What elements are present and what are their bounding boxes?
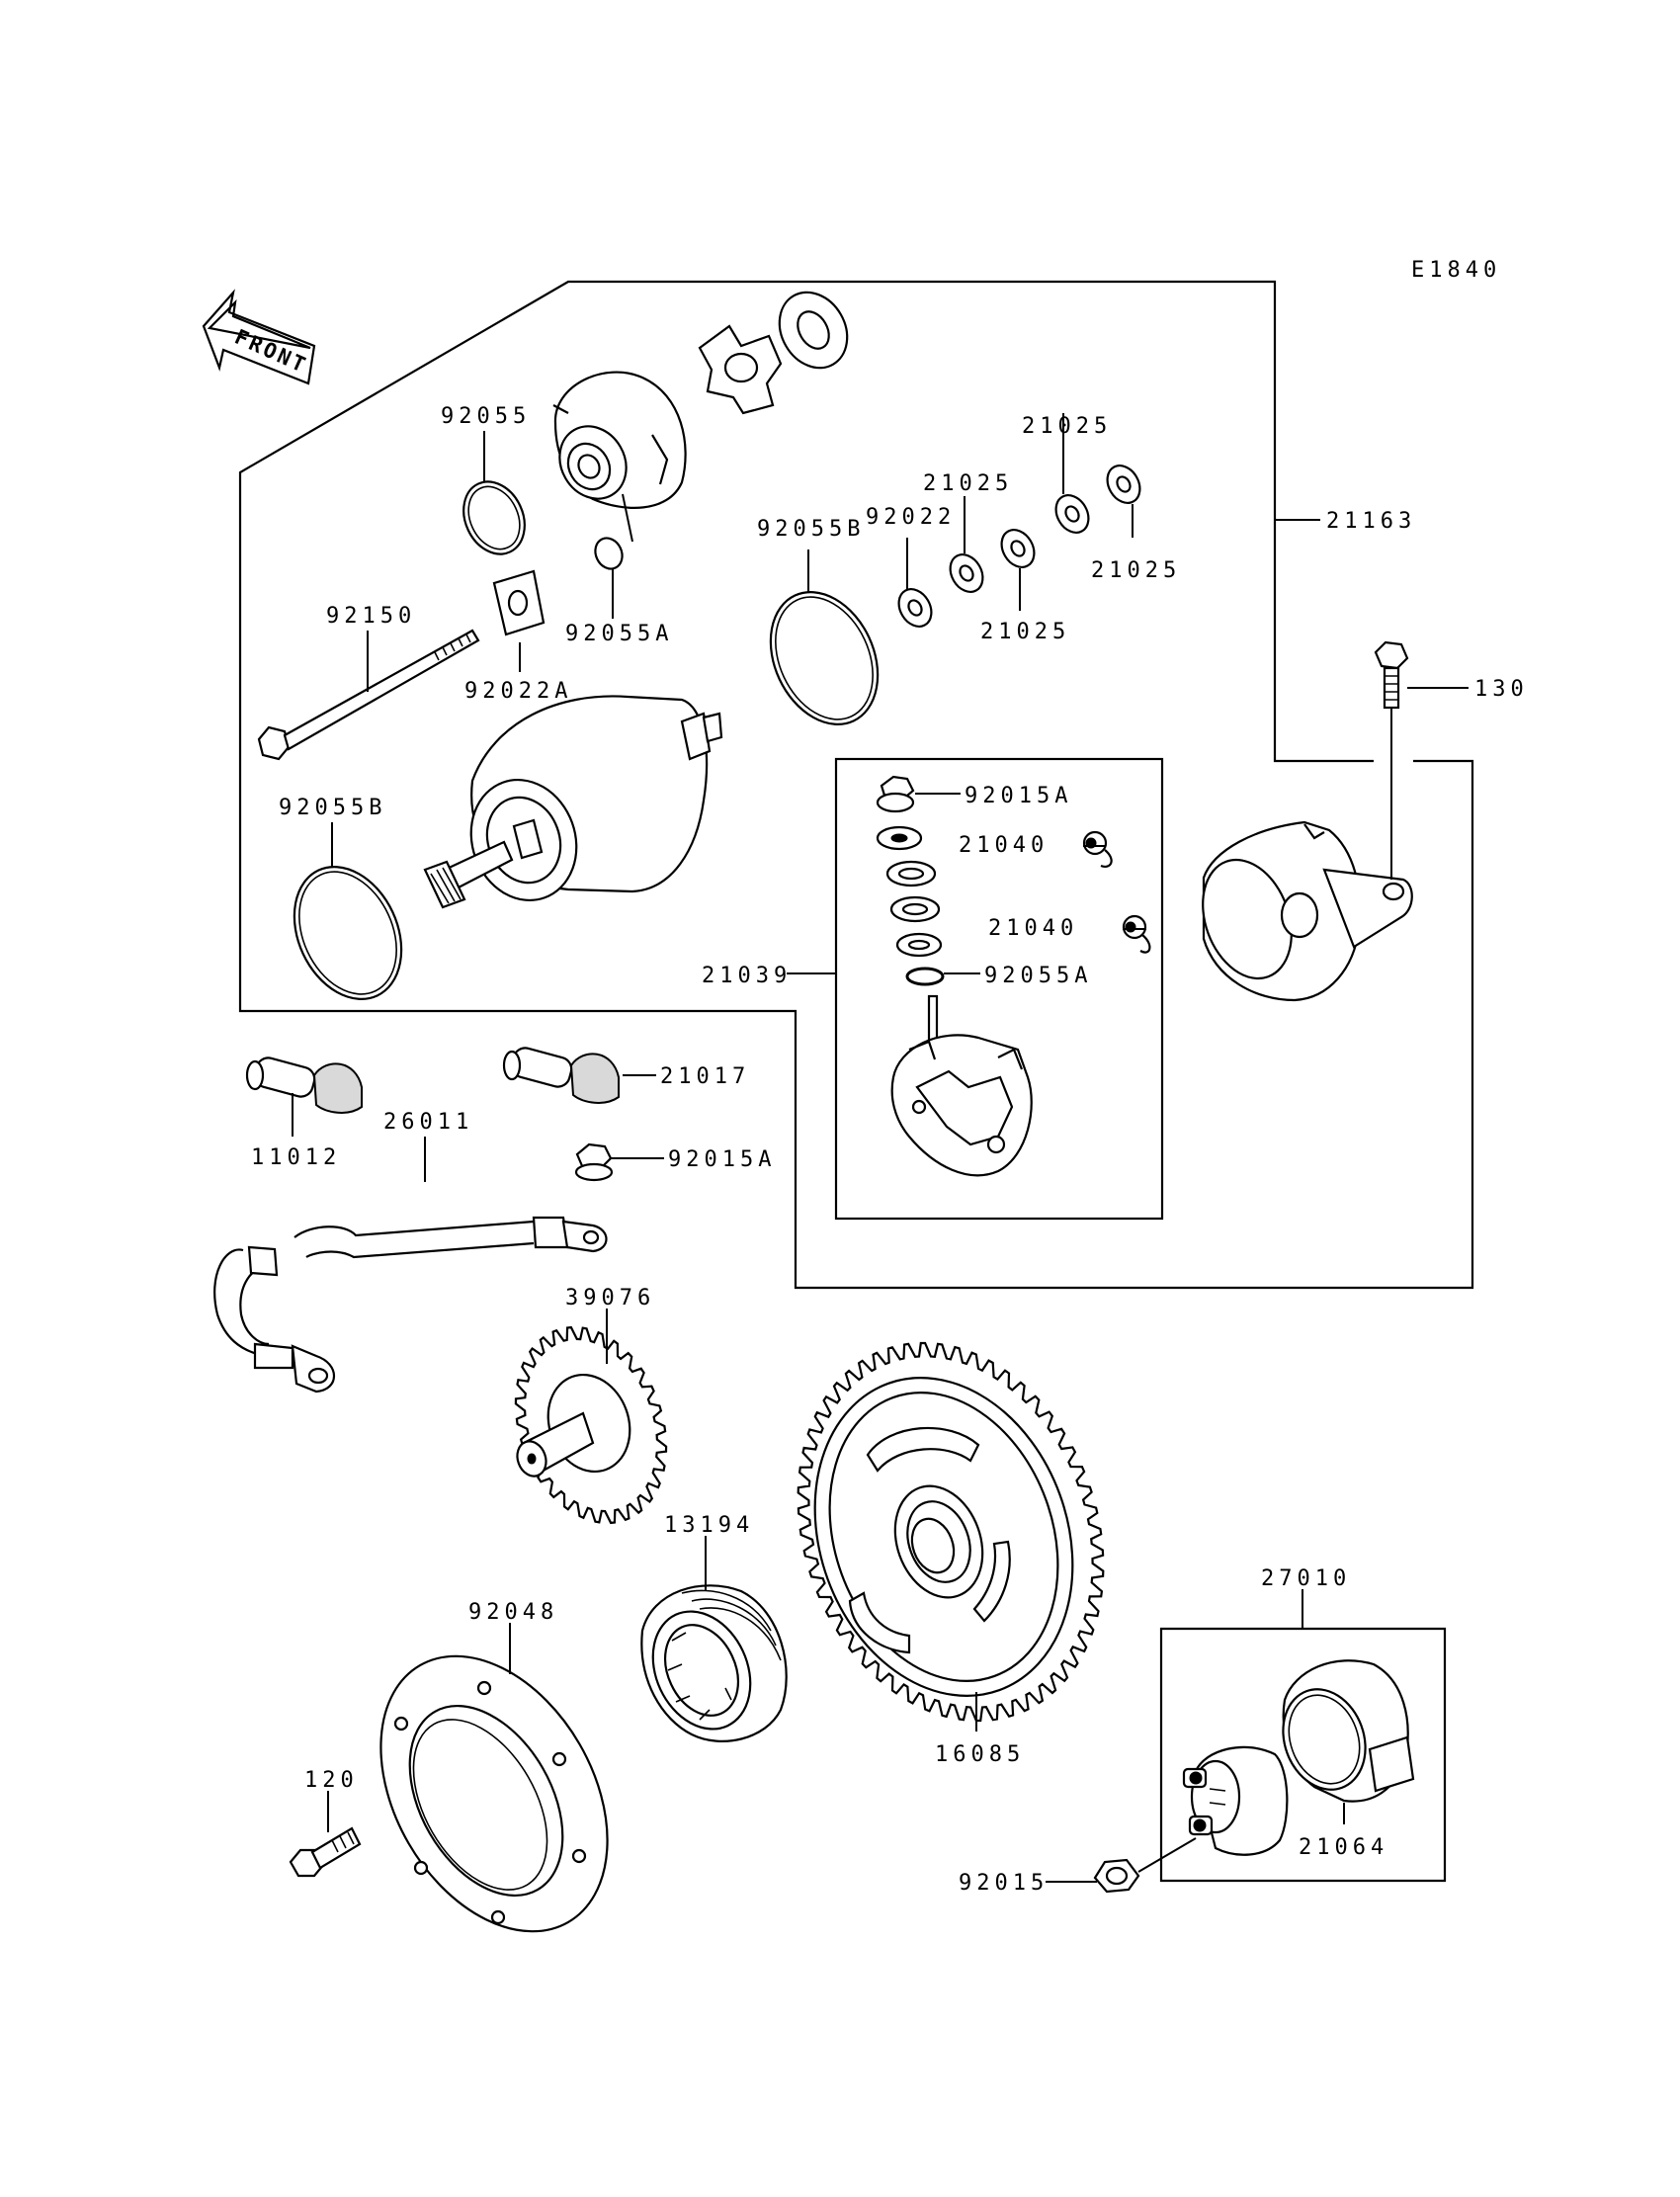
label-130: 130: [1474, 677, 1529, 702]
leader-lines: [292, 413, 1469, 1883]
label-92022a: 92022A: [464, 679, 572, 704]
label-21025-c: 21025: [1091, 558, 1181, 583]
washer-21025-c-part: [1054, 494, 1090, 534]
label-92055b-mid: 92055B: [757, 517, 865, 542]
label-21163: 21163: [1326, 509, 1416, 534]
o-ring-92055b-mid-part: [769, 591, 880, 725]
starter-relay-part: [1182, 1745, 1289, 1856]
label-26011: 26011: [383, 1110, 473, 1135]
relay-box-outline: [1159, 1627, 1447, 1883]
diagram-code: E1840: [1411, 258, 1501, 283]
label-21025-d: 21025: [980, 620, 1070, 644]
label-21039: 21039: [702, 964, 792, 988]
terminal-cap-21017-part: [502, 1047, 620, 1104]
label-21017: 21017: [660, 1064, 750, 1089]
label-16085: 16085: [935, 1742, 1025, 1767]
brush-spring-21040-a-part: [1082, 830, 1113, 868]
front-cover-part: [552, 371, 687, 509]
label-27010: 27010: [1261, 1566, 1351, 1591]
washer-21025-b-part: [1000, 529, 1036, 568]
label-92055a-box: 92055A: [984, 964, 1092, 988]
thrust-washer-part: [778, 291, 849, 370]
label-21064: 21064: [1299, 1835, 1388, 1860]
brush-spring-21040-b-part: [1122, 914, 1151, 954]
starter-assembly-outline: [238, 280, 1474, 1290]
bolt-130-part: [1374, 640, 1409, 710]
o-ring-92055-part: [462, 480, 526, 555]
brush-plate-part: [890, 994, 1033, 1177]
label-92150: 92150: [326, 604, 416, 629]
nut-92015-part: [1093, 1858, 1140, 1894]
label-21025-a: 21025: [923, 471, 1013, 496]
rear-cover-part: [1202, 820, 1413, 1002]
label-92055: 92055: [441, 404, 531, 429]
terminal-cap-11012-part: [245, 1056, 363, 1114]
label-92015a-low: 92015A: [668, 1147, 776, 1172]
label-120: 120: [304, 1768, 359, 1793]
label-92015a-top: 92015A: [965, 784, 1072, 808]
starter-yoke-part: [423, 695, 723, 909]
relay-cover-21064-part: [1282, 1659, 1415, 1803]
o-ring-92055a-part: [594, 537, 624, 570]
brush-holder-box: [834, 757, 1164, 1221]
label-21025-b: 21025: [1022, 414, 1112, 439]
label-92055b-left: 92055B: [279, 796, 386, 820]
insulator-washer-stack-part: [876, 825, 945, 986]
front-arrow-icon: FRONT: [202, 289, 316, 385]
label-92015: 92015: [959, 1871, 1049, 1896]
clutch-plate-92048-part: [379, 1654, 609, 1933]
label-92048: 92048: [468, 1600, 558, 1625]
nut-92015a-top-part: [876, 775, 915, 813]
idle-gear-part: [514, 1325, 668, 1525]
label-39076: 39076: [565, 1286, 655, 1310]
o-ring-92055a-box-part: [905, 967, 945, 986]
plate-92022a-part: [492, 569, 546, 636]
lock-plate-part: [698, 324, 783, 415]
nut-92015a-low-part: [574, 1142, 614, 1182]
washer-21025-a-part: [949, 553, 984, 593]
label-21040-a: 21040: [959, 833, 1049, 858]
label-21040-b: 21040: [988, 916, 1078, 941]
starter-cable-part: [213, 1216, 608, 1394]
label-92022: 92022: [866, 505, 956, 530]
through-bolt-part: [257, 629, 480, 761]
o-ring-92055b-left-part: [293, 866, 403, 1000]
one-way-clutch-part: [640, 1584, 788, 1742]
washer-92022-part: [897, 588, 933, 628]
bolt-120-part: [289, 1826, 362, 1878]
washer-21025-d-part: [1106, 465, 1141, 504]
label-11012: 11012: [251, 1145, 341, 1170]
label-13194: 13194: [664, 1513, 754, 1538]
starter-clutch-gear-part: [797, 1341, 1105, 1723]
label-92055a-top: 92055A: [565, 622, 673, 646]
part-labels: 92055 92055A 92150 92022A 92055B 92055B …: [251, 404, 1529, 1896]
